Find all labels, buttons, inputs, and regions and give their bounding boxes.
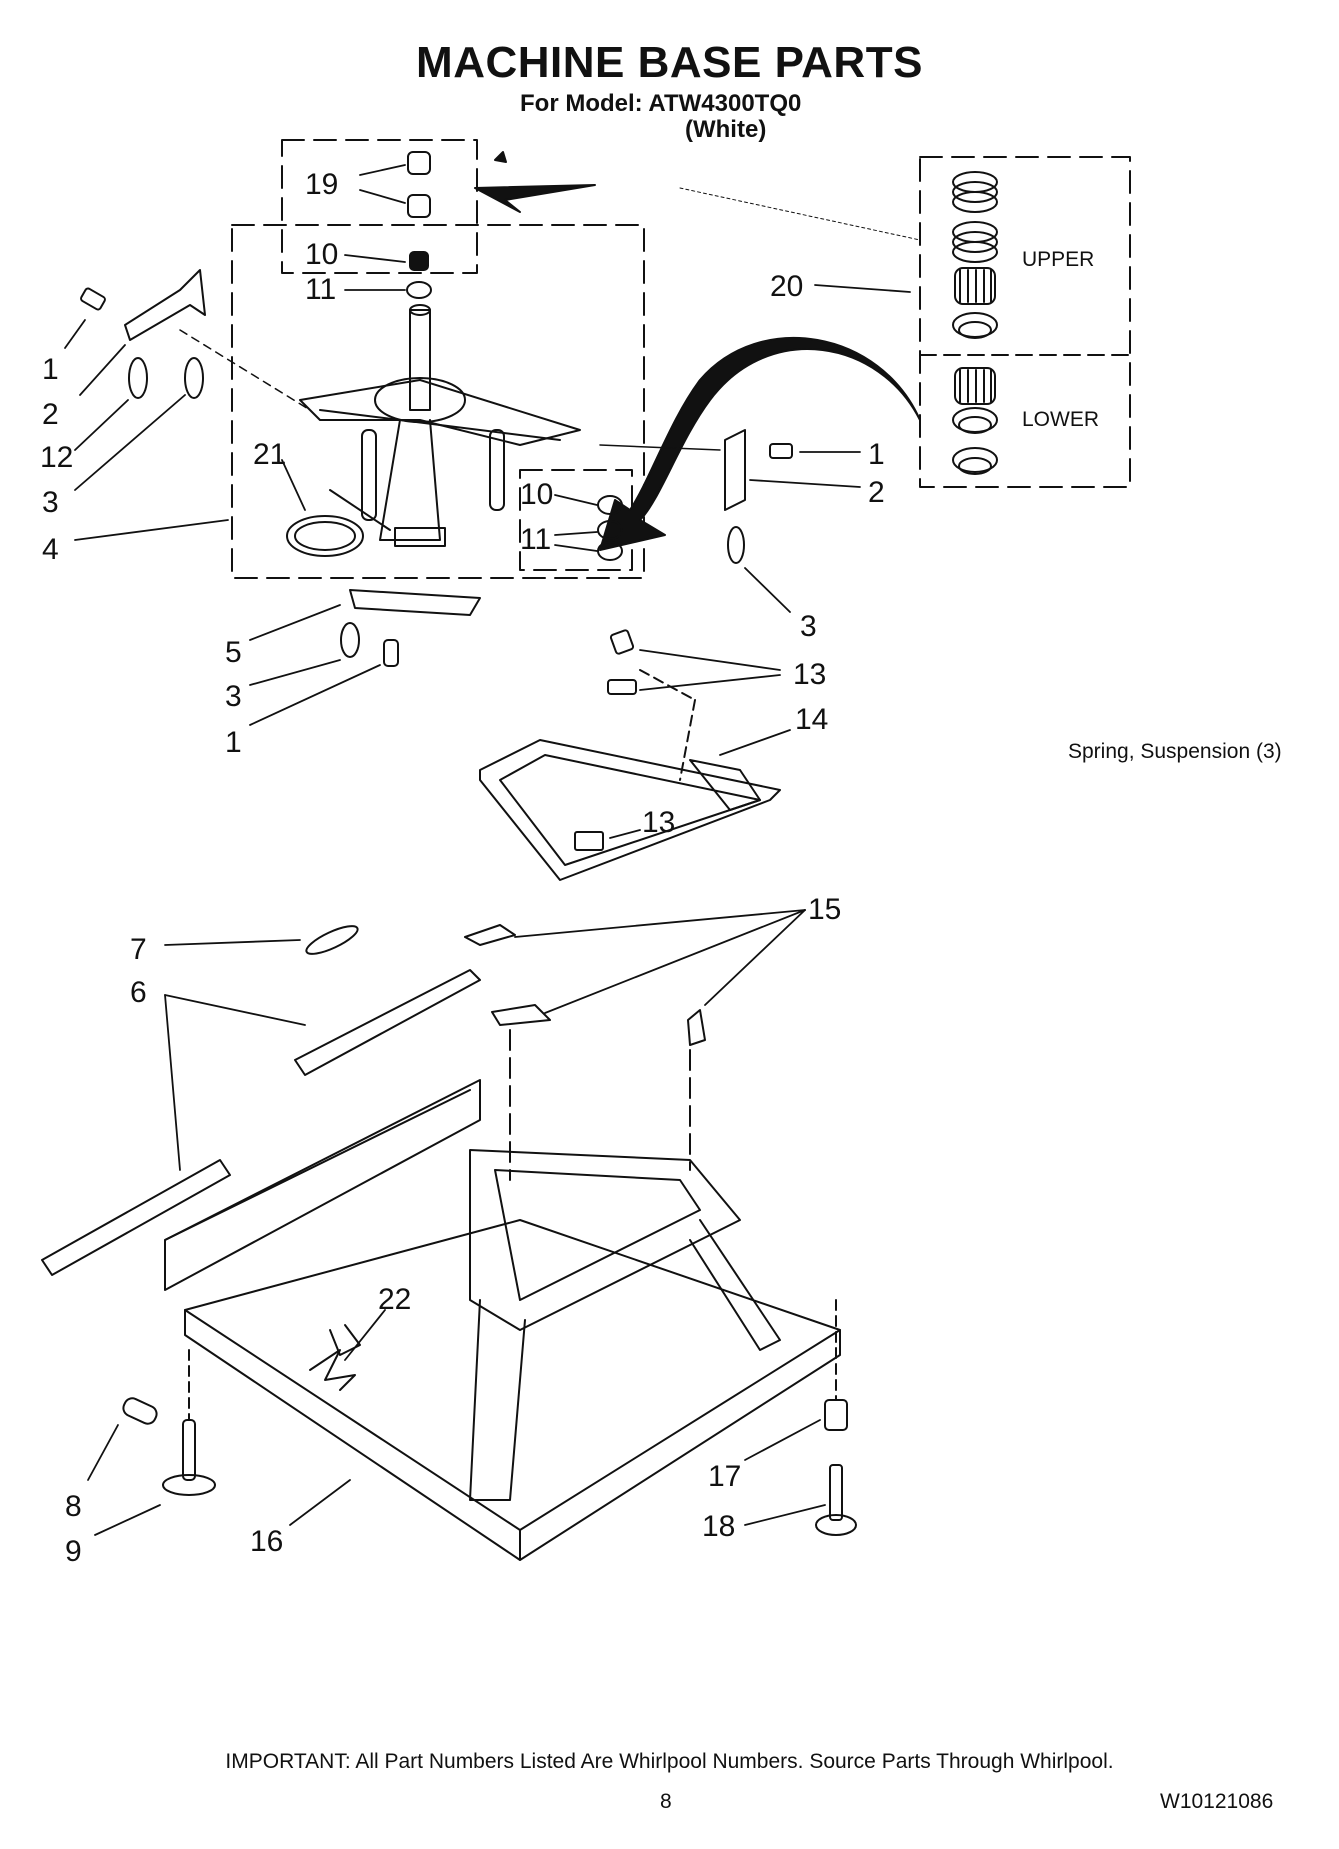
callout-14: 14 <box>795 703 829 736</box>
callout-20: 20 <box>770 270 804 303</box>
callout-15: 15 <box>808 893 842 926</box>
box-top-bushings <box>281 139 478 274</box>
cabinet-base-frame <box>164 1079 841 1561</box>
callout-3-left: 3 <box>42 486 59 519</box>
rails-and-clips <box>41 924 706 1276</box>
top-bushings <box>406 151 432 299</box>
callout-17: 17 <box>708 1460 742 1493</box>
callout-8: 8 <box>65 1490 82 1523</box>
left-bracket-parts <box>80 269 206 399</box>
callout-18: 18 <box>702 1510 736 1543</box>
callout-1-right: 1 <box>868 438 885 471</box>
page-title: MACHINE BASE PARTS <box>416 38 923 87</box>
callout-9: 9 <box>65 1535 82 1568</box>
leader-lines <box>64 164 911 1536</box>
right-bracket-parts <box>724 429 793 564</box>
document-id: W10121086 <box>1160 1790 1274 1813</box>
callout-21: 21 <box>253 438 287 471</box>
callout-3-right: 3 <box>800 610 817 643</box>
part-22-clip <box>309 1349 356 1391</box>
callout-2-left: 2 <box>42 398 59 431</box>
callout-5: 5 <box>225 636 242 669</box>
callout-6: 6 <box>130 976 147 1009</box>
suspension-assembly <box>179 304 721 557</box>
callout-10-top: 10 <box>305 238 339 271</box>
callout-1-lower: 1 <box>225 726 242 759</box>
box-suspension-assembly <box>231 224 645 579</box>
label-upper: UPPER <box>1022 248 1095 271</box>
callout-11-top: 11 <box>305 273 337 306</box>
model-line: For Model: ATW4300TQ0 <box>520 90 802 117</box>
callout-13-top: 13 <box>793 658 827 691</box>
callout-19: 19 <box>305 168 339 201</box>
leveling-feet <box>122 1299 857 1536</box>
page-number: 8 <box>660 1790 672 1813</box>
color-line: (White) <box>685 116 767 143</box>
label-lower: LOWER <box>1022 408 1100 431</box>
callout-10-side: 10 <box>520 478 554 511</box>
callout-7: 7 <box>130 933 147 966</box>
suspension-spring-note: Spring, Suspension (3) <box>1068 740 1282 763</box>
callout-2-right: 2 <box>868 476 885 509</box>
frame-and-clips <box>479 629 781 881</box>
callout-22: 22 <box>378 1283 412 1316</box>
callout-1-left: 1 <box>42 353 59 386</box>
side-bushings <box>597 495 623 561</box>
important-footer-note: IMPORTANT: All Part Numbers Listed Are W… <box>225 1750 1114 1773</box>
callout-3-lower: 3 <box>225 680 242 713</box>
lower-bracket-parts <box>340 589 481 667</box>
box-upper-lower-kit <box>919 156 1131 488</box>
callout-13-bottom: 13 <box>642 806 676 839</box>
callout-12: 12 <box>40 441 74 474</box>
callout-16: 16 <box>250 1525 284 1558</box>
upper-kit-parts <box>952 171 998 339</box>
callout-4: 4 <box>42 533 59 566</box>
callout-11-side: 11 <box>520 523 552 556</box>
lower-kit-parts <box>952 367 998 475</box>
group-boxes <box>231 139 1131 579</box>
